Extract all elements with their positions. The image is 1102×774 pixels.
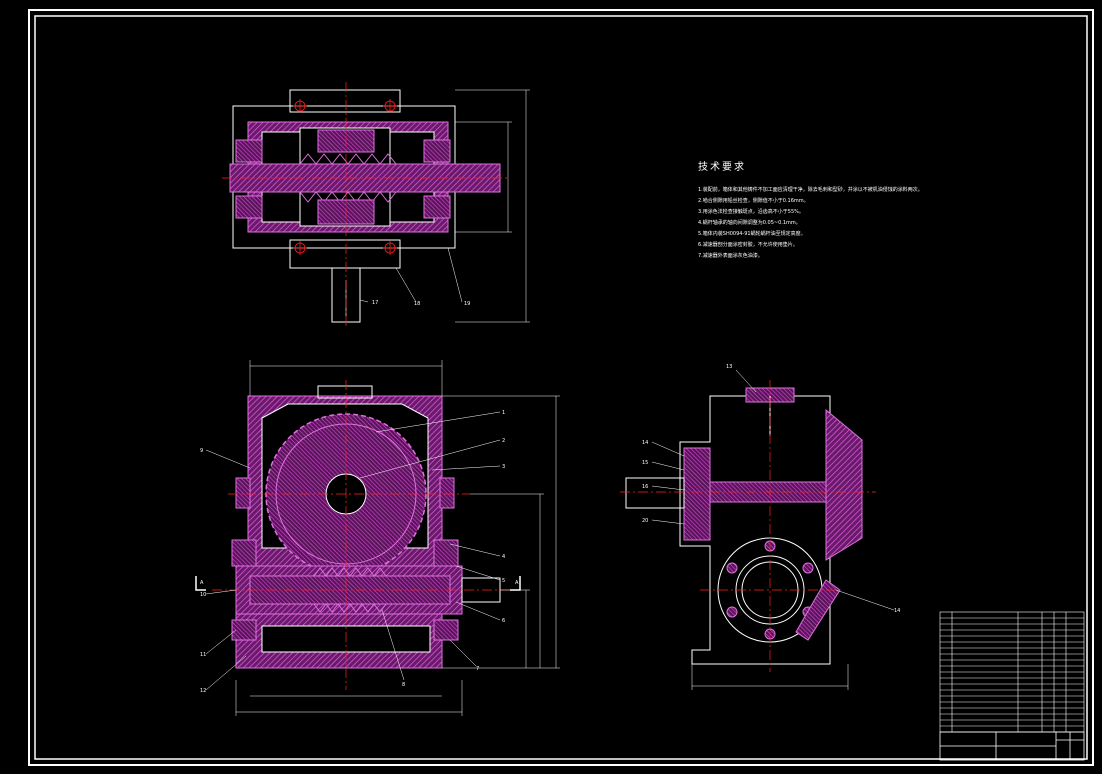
tech-req-note: 5.箱体内装SH0094-91蜗轮蜗杆油至规定高度。 bbox=[698, 230, 806, 237]
tech-req-note: 2.啮合侧隙用铅丝检查，侧隙值不小于0.16mm。 bbox=[698, 197, 809, 204]
side-view-labels: 13 14 15 16 20 14 bbox=[642, 364, 900, 614]
callout-label: 12 bbox=[200, 688, 206, 694]
parts-list bbox=[939, 611, 1085, 733]
callout-label: 3 bbox=[502, 464, 505, 470]
callout-label: 4 bbox=[502, 554, 505, 560]
technical-requirements: 技术要求 1.装配前，箱体和其他铸件不加工面应清理干净，除去毛刺和型砂，并涂以不… bbox=[698, 160, 923, 259]
callout-label: 13 bbox=[726, 364, 732, 370]
callout-label: 14 bbox=[894, 608, 900, 614]
tech-req-note: 4.蜗杆轴承的轴向间隙调整为0.05~0.1mm。 bbox=[698, 219, 801, 226]
tech-req-note: 1.装配前，箱体和其他铸件不加工面应清理干净，除去毛刺和型砂，并涂以不被机油侵蚀… bbox=[698, 186, 923, 193]
top-view bbox=[222, 82, 530, 328]
callout-label: 10 bbox=[200, 592, 206, 598]
callout-label: 17 bbox=[372, 300, 378, 306]
tech-req-note: 3.用涂色法检查接触斑点，沿齿高不小于55%。 bbox=[698, 208, 804, 215]
callout-label: 14 bbox=[642, 440, 648, 446]
inner-border bbox=[34, 15, 1088, 760]
callout-label: 18 bbox=[414, 301, 420, 307]
callout-label: 15 bbox=[642, 460, 648, 466]
side-view bbox=[620, 369, 895, 690]
outer-border bbox=[28, 9, 1094, 766]
callout-label: 16 bbox=[642, 484, 648, 490]
section-a-right: A bbox=[515, 580, 519, 586]
callout-label: 11 bbox=[200, 652, 206, 658]
tech-req-note: 6.减速器剖分面涂密封胶，不允许使用垫片。 bbox=[698, 241, 798, 248]
callout-label: 20 bbox=[642, 518, 648, 524]
tech-req-note: 7.减速器外表面涂灰色油漆。 bbox=[698, 252, 763, 259]
callout-label: 6 bbox=[502, 618, 505, 624]
callout-label: 19 bbox=[464, 301, 470, 307]
front-view bbox=[195, 360, 560, 716]
title-block bbox=[939, 731, 1085, 761]
callout-label: 7 bbox=[476, 666, 479, 672]
top-view-labels: 17 18 19 bbox=[372, 300, 470, 307]
front-view-labels: A A 1 2 3 4 5 6 7 8 9 10 11 12 bbox=[200, 410, 519, 694]
callout-label: 5 bbox=[502, 578, 505, 584]
callout-label: 8 bbox=[402, 682, 405, 688]
section-a-left: A bbox=[200, 580, 204, 586]
callout-label: 2 bbox=[502, 438, 505, 444]
callout-label: 1 bbox=[502, 410, 505, 416]
tech-req-title: 技术要求 bbox=[698, 160, 746, 173]
callout-label: 9 bbox=[200, 448, 203, 454]
